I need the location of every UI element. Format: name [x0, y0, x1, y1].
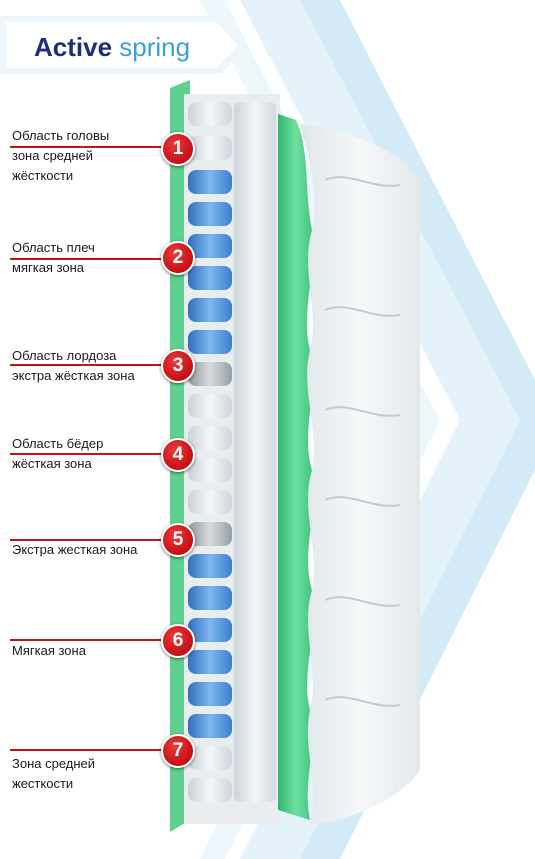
zone-2-label: Область плеч мягкая зона [12, 238, 95, 278]
zone-2-pointer [10, 258, 172, 260]
spring-column [188, 102, 276, 802]
zone-1-pointer [10, 146, 172, 148]
zone-3-pointer [10, 364, 172, 366]
zone-4-pointer [10, 453, 172, 455]
zone-4-line-2: жёсткая зона [12, 456, 92, 471]
zone-5-marker: 5 [161, 523, 195, 557]
zone-7-line-1: Зона средней [12, 756, 96, 771]
zone-1-line-2: зона средней [12, 148, 93, 163]
zone-3-label: Область лордоза экстра жёсткая зона [12, 346, 135, 386]
title-banner [0, 16, 246, 74]
zone-1-marker: 1 [161, 132, 195, 166]
zone-4-line-1: Область бёдер [12, 436, 104, 451]
zone-5-line-1: Экстра жесткая зона [12, 542, 138, 557]
zone-4-marker: 4 [161, 438, 195, 472]
zone-5-label: Экстра жесткая зона [12, 540, 137, 560]
zone-2-line-2: мягкая зона [12, 260, 85, 275]
zone-7-pointer [10, 749, 172, 751]
zone-5-pointer [10, 539, 172, 541]
zone-6-label: Мягкая зона [12, 641, 86, 661]
brand-title-bold: Active [34, 32, 113, 62]
zone-4-label: Область бёдер жёсткая зона [12, 434, 103, 474]
brand-title: Active spring [34, 32, 190, 62]
zone-7-line-2: жесткости [12, 776, 74, 791]
zone-6-pointer [10, 639, 172, 641]
zone-1-line-1: Область головы [12, 128, 110, 143]
zone-6-line-1: Мягкая зона [12, 643, 86, 658]
zone-6-marker: 6 [161, 624, 195, 658]
zone-7-marker: 7 [161, 734, 195, 768]
zone-1-label: Область головы зона средней жёсткости [12, 126, 109, 186]
brand-title-light: spring [119, 32, 191, 62]
zone-1-line-3: жёсткости [12, 168, 74, 183]
zone-7-label: Зона средней жесткости [12, 754, 95, 794]
zone-2-marker: 2 [161, 241, 195, 275]
zone-2-line-1: Область плеч [12, 240, 95, 255]
zone-3-line-1: Область лордоза [12, 348, 117, 363]
zone-3-marker: 3 [161, 349, 195, 383]
zone-3-line-2: экстра жёсткая зона [12, 368, 135, 383]
